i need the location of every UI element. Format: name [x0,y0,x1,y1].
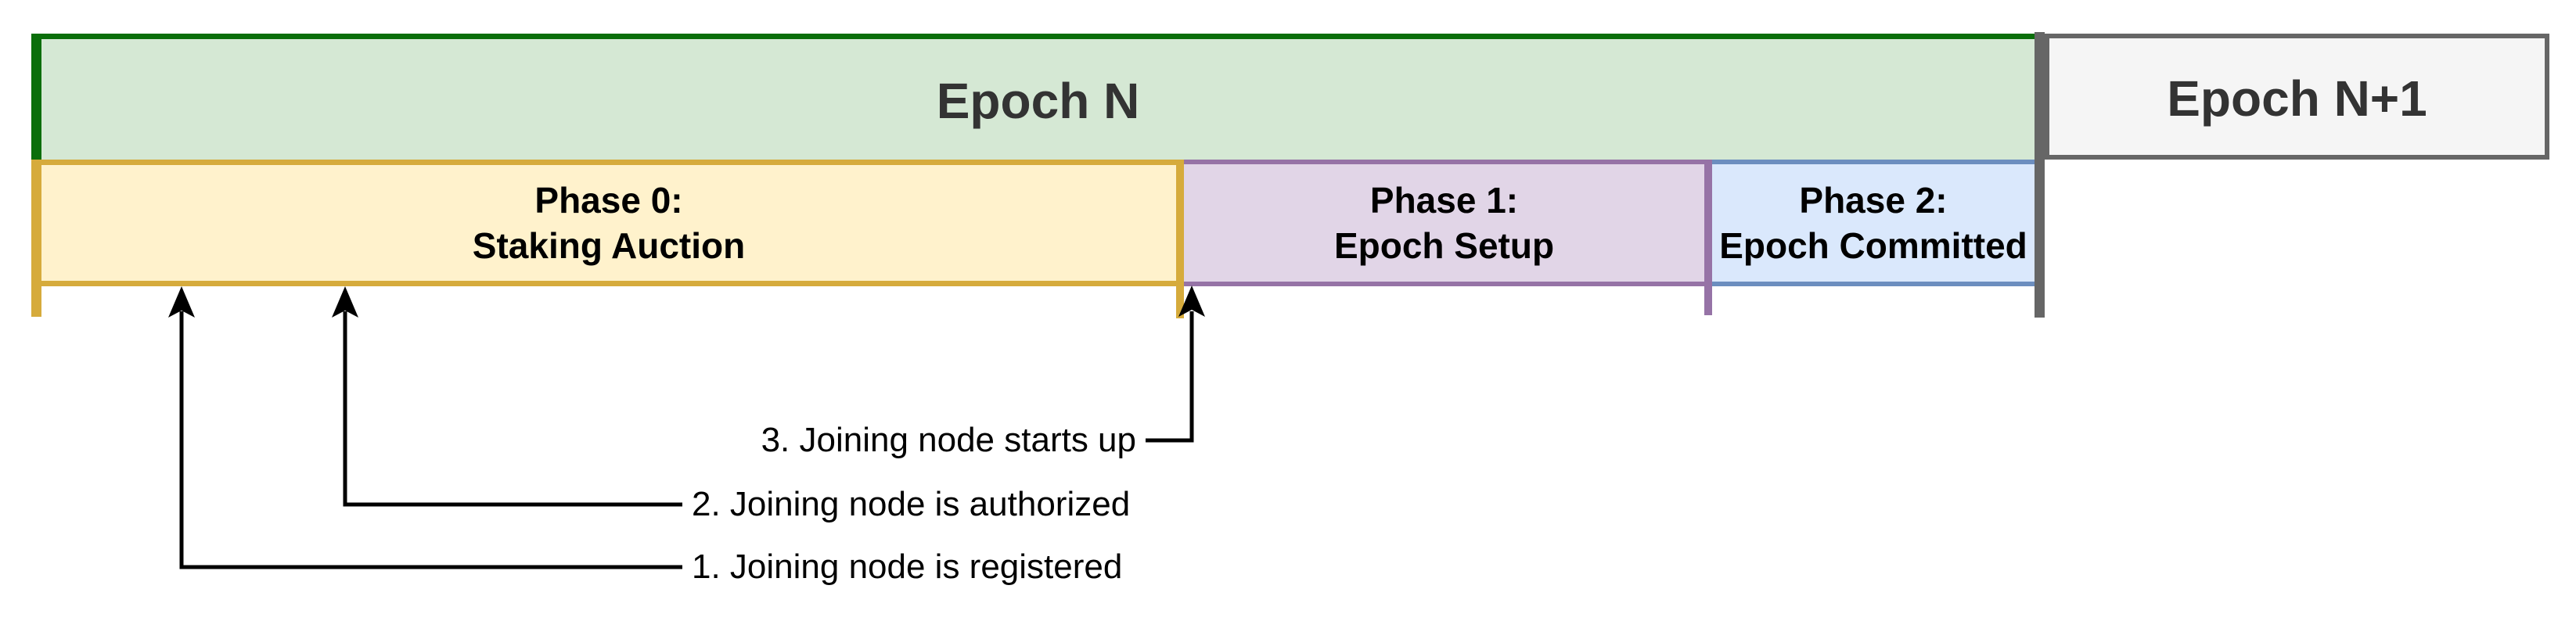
phase-2-epoch-committed-bar: Phase 2: Epoch Committed [1712,160,2035,286]
epoch-boundary-bar [2035,32,2045,318]
epoch-start-marker-green [31,34,41,160]
phase-1-subtitle: Epoch Setup [1333,225,1555,266]
epoch-n1-label: Epoch N+1 [2167,70,2427,127]
phase0-start-marker-gold [31,160,41,317]
phase-2-title: Phase 2: [1799,180,1948,221]
arrow-2-authorized [332,286,682,507]
annotation-node-registered: 1. Joining node is registered [692,548,1123,586]
epoch-n1-bar: Epoch N+1 [2045,34,2549,160]
phase-0-end-divider [1176,160,1184,318]
annotation-node-authorized: 2. Joining node is authorized [692,485,1131,523]
arrow-1-registered [168,286,682,569]
annotation-node-starts-up: 3. Joining node starts up [761,421,1136,459]
phase-0-subtitle: Staking Auction [472,225,746,266]
phase-1-title: Phase 1: [1369,180,1519,221]
epoch-n-label: Epoch N [936,73,1140,129]
phase-0-staking-auction-bar: Phase 0: Staking Auction [41,160,1176,286]
arrow-3-starts-up [1146,285,1205,443]
epoch-n-bar: Epoch N [41,34,2035,160]
phase-2-subtitle: Epoch Committed [1719,225,2027,266]
phase-1-end-divider [1704,160,1712,315]
phase-1-epoch-setup-bar: Phase 1: Epoch Setup [1184,160,1704,286]
phase-0-title: Phase 0: [534,180,683,221]
